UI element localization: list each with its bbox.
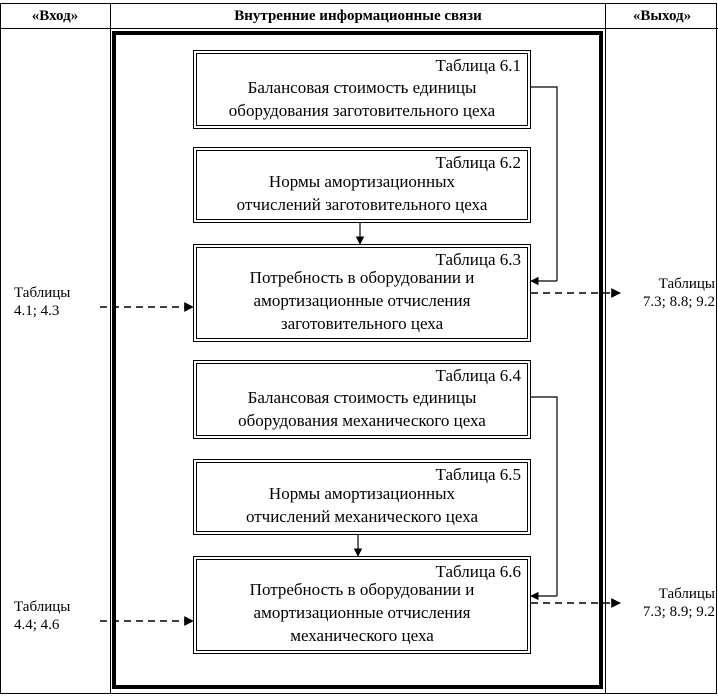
link-6-4-vertical bbox=[531, 396, 558, 596]
table-6-2-number: Таблица 6.2 bbox=[435, 153, 521, 172]
table-6-5-number: Таблица 6.5 bbox=[435, 465, 521, 484]
input-label-2-line-2: 4.4; 4.6 bbox=[14, 617, 60, 633]
table-6-2-line-2: отчислений заготовительного цеха bbox=[236, 195, 488, 214]
outer-border bbox=[0, 3, 717, 694]
table-6-4-line-2: оборудования механического цеха bbox=[238, 411, 486, 430]
table-6-6-line-2: амортизационные отчисления bbox=[253, 603, 471, 622]
input-label-2: Таблицы 4.4; 4.6 bbox=[14, 598, 70, 634]
output-label-1-line-2: 7.3; 8.8; 9.2 bbox=[642, 294, 715, 310]
input-column-header: «Вход» bbox=[31, 7, 79, 24]
output-label-1: Таблицы 7.3; 8.8; 9.2 bbox=[609, 275, 715, 311]
table-6-3-line-2: амортизационные отчисления bbox=[253, 291, 471, 310]
input-label-1-line-1: Таблицы bbox=[14, 285, 71, 301]
table-6-2-box: Таблица 6.2 Нормы амортизационных отчисл… bbox=[193, 147, 531, 223]
table-6-1-line-1: Балансовая стоимость единицы bbox=[247, 78, 477, 97]
table-6-4-box: Таблица 6.4 Балансовая стоимость единицы… bbox=[193, 360, 531, 439]
input-label-2-line-1: Таблицы bbox=[14, 599, 71, 615]
table-6-1-box: Таблица 6.1 Балансовая стоимость единицы… bbox=[193, 50, 531, 129]
table-6-6-line-1: Потребность в оборудовании и bbox=[249, 580, 475, 599]
output-label-2: Таблицы 7.3; 8.9; 9.2 bbox=[609, 585, 715, 621]
table-6-6-number: Таблица 6.6 bbox=[435, 562, 521, 581]
input-label-1-line-2: 4.1; 4.3 bbox=[14, 303, 60, 319]
output-column-header: «Выход» bbox=[632, 7, 692, 24]
link-6-1-vertical bbox=[531, 86, 558, 281]
table-6-5-line-1: Нормы амортизационных bbox=[268, 484, 456, 503]
table-6-6-line-3: механического цеха bbox=[290, 626, 434, 645]
output-label-2-line-1: Таблицы bbox=[658, 586, 715, 602]
table-6-3-line-1: Потребность в оборудовании и bbox=[249, 268, 475, 287]
internal-links-header: Внутренние информационные связи bbox=[234, 7, 482, 24]
table-6-4-line-1: Балансовая стоимость единицы bbox=[247, 388, 477, 407]
table-6-3-box: Таблица 6.3 Потребность в оборудовании и… bbox=[193, 244, 531, 342]
table-6-6-box: Таблица 6.6 Потребность в оборудовании и… bbox=[193, 556, 531, 654]
table-6-3-line-3: заготовительного цеха bbox=[280, 314, 444, 333]
table-6-1-line-2: оборудования заготовительного цеха bbox=[228, 101, 496, 120]
output-label-1-line-1: Таблицы bbox=[658, 276, 715, 292]
input-label-1: Таблицы 4.1; 4.3 bbox=[14, 284, 70, 320]
internal-links-frame bbox=[112, 31, 603, 689]
table-6-5-box: Таблица 6.5 Нормы амортизационных отчисл… bbox=[193, 459, 531, 535]
table-6-3-number: Таблица 6.3 bbox=[435, 250, 521, 269]
table-6-4-number: Таблица 6.4 bbox=[435, 366, 521, 385]
output-label-2-line-2: 7.3; 8.9; 9.2 bbox=[642, 604, 715, 620]
table-6-2-line-1: Нормы амортизационных bbox=[268, 172, 456, 191]
table-6-5-line-2: отчислений механического цеха bbox=[245, 507, 479, 526]
table-6-1-number: Таблица 6.1 bbox=[435, 56, 521, 75]
